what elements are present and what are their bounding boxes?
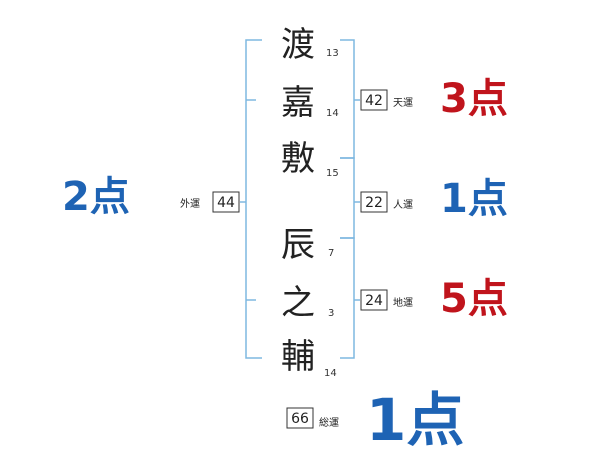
name-char-1: 渡 [281, 25, 315, 65]
chikaku-bracket [340, 237, 355, 359]
tenkaku-bracket [340, 39, 355, 159]
outer-bracket [245, 39, 262, 359]
chikaku-value: 24 [365, 293, 383, 309]
soukaku-label: 総運 [319, 416, 339, 429]
stroke-count-4: 7 [328, 248, 334, 259]
gaikaku-score: 2点 [62, 174, 130, 220]
stroke-count-1: 13 [326, 48, 339, 59]
name-char-6: 輔 [281, 337, 315, 377]
name-characters: 渡 13 嘉 14 敷 15 辰 7 之 3 輔 14 [281, 25, 339, 379]
gaikaku-box [212, 191, 240, 213]
bracket-lines [240, 39, 360, 359]
chikaku-group: 24 地運 5点 [360, 276, 508, 322]
tenkaku-score: 3点 [440, 76, 508, 122]
jinkaku-label: 人運 [393, 199, 413, 211]
name-char-4: 辰 [281, 225, 315, 265]
tenkaku-box [360, 89, 388, 111]
stroke-count-6: 14 [324, 368, 337, 379]
chikaku-score: 5点 [440, 276, 508, 322]
jinkaku-value: 22 [365, 195, 383, 211]
name-char-5: 之 [281, 283, 315, 323]
tenkaku-value: 42 [365, 93, 383, 109]
chikaku-label: 地運 [393, 296, 413, 309]
gaikaku-label: 外運 [180, 198, 200, 210]
stroke-count-2: 14 [326, 108, 339, 119]
stroke-count-5: 3 [328, 308, 334, 319]
name-char-2: 嘉 [281, 83, 315, 123]
stroke-count-3: 15 [326, 168, 339, 179]
soukaku-box [286, 407, 314, 429]
gaikaku-value: 44 [217, 195, 235, 211]
name-char-3: 敷 [281, 139, 315, 179]
soukaku-value: 66 [291, 411, 309, 427]
jinkaku-box [360, 191, 388, 213]
soukaku-score: 1点 [366, 386, 464, 454]
jinkaku-bracket [340, 157, 355, 239]
soukaku-group: 66 総運 1点 [286, 386, 464, 454]
jinkaku-score: 1点 [440, 176, 508, 222]
chikaku-box [360, 289, 388, 311]
gaikaku-group: 外運 44 2点 [62, 174, 240, 220]
tenkaku-group: 42 天運 3点 [360, 76, 508, 122]
jinkaku-group: 22 人運 1点 [360, 176, 508, 222]
tenkaku-label: 天運 [393, 97, 413, 109]
